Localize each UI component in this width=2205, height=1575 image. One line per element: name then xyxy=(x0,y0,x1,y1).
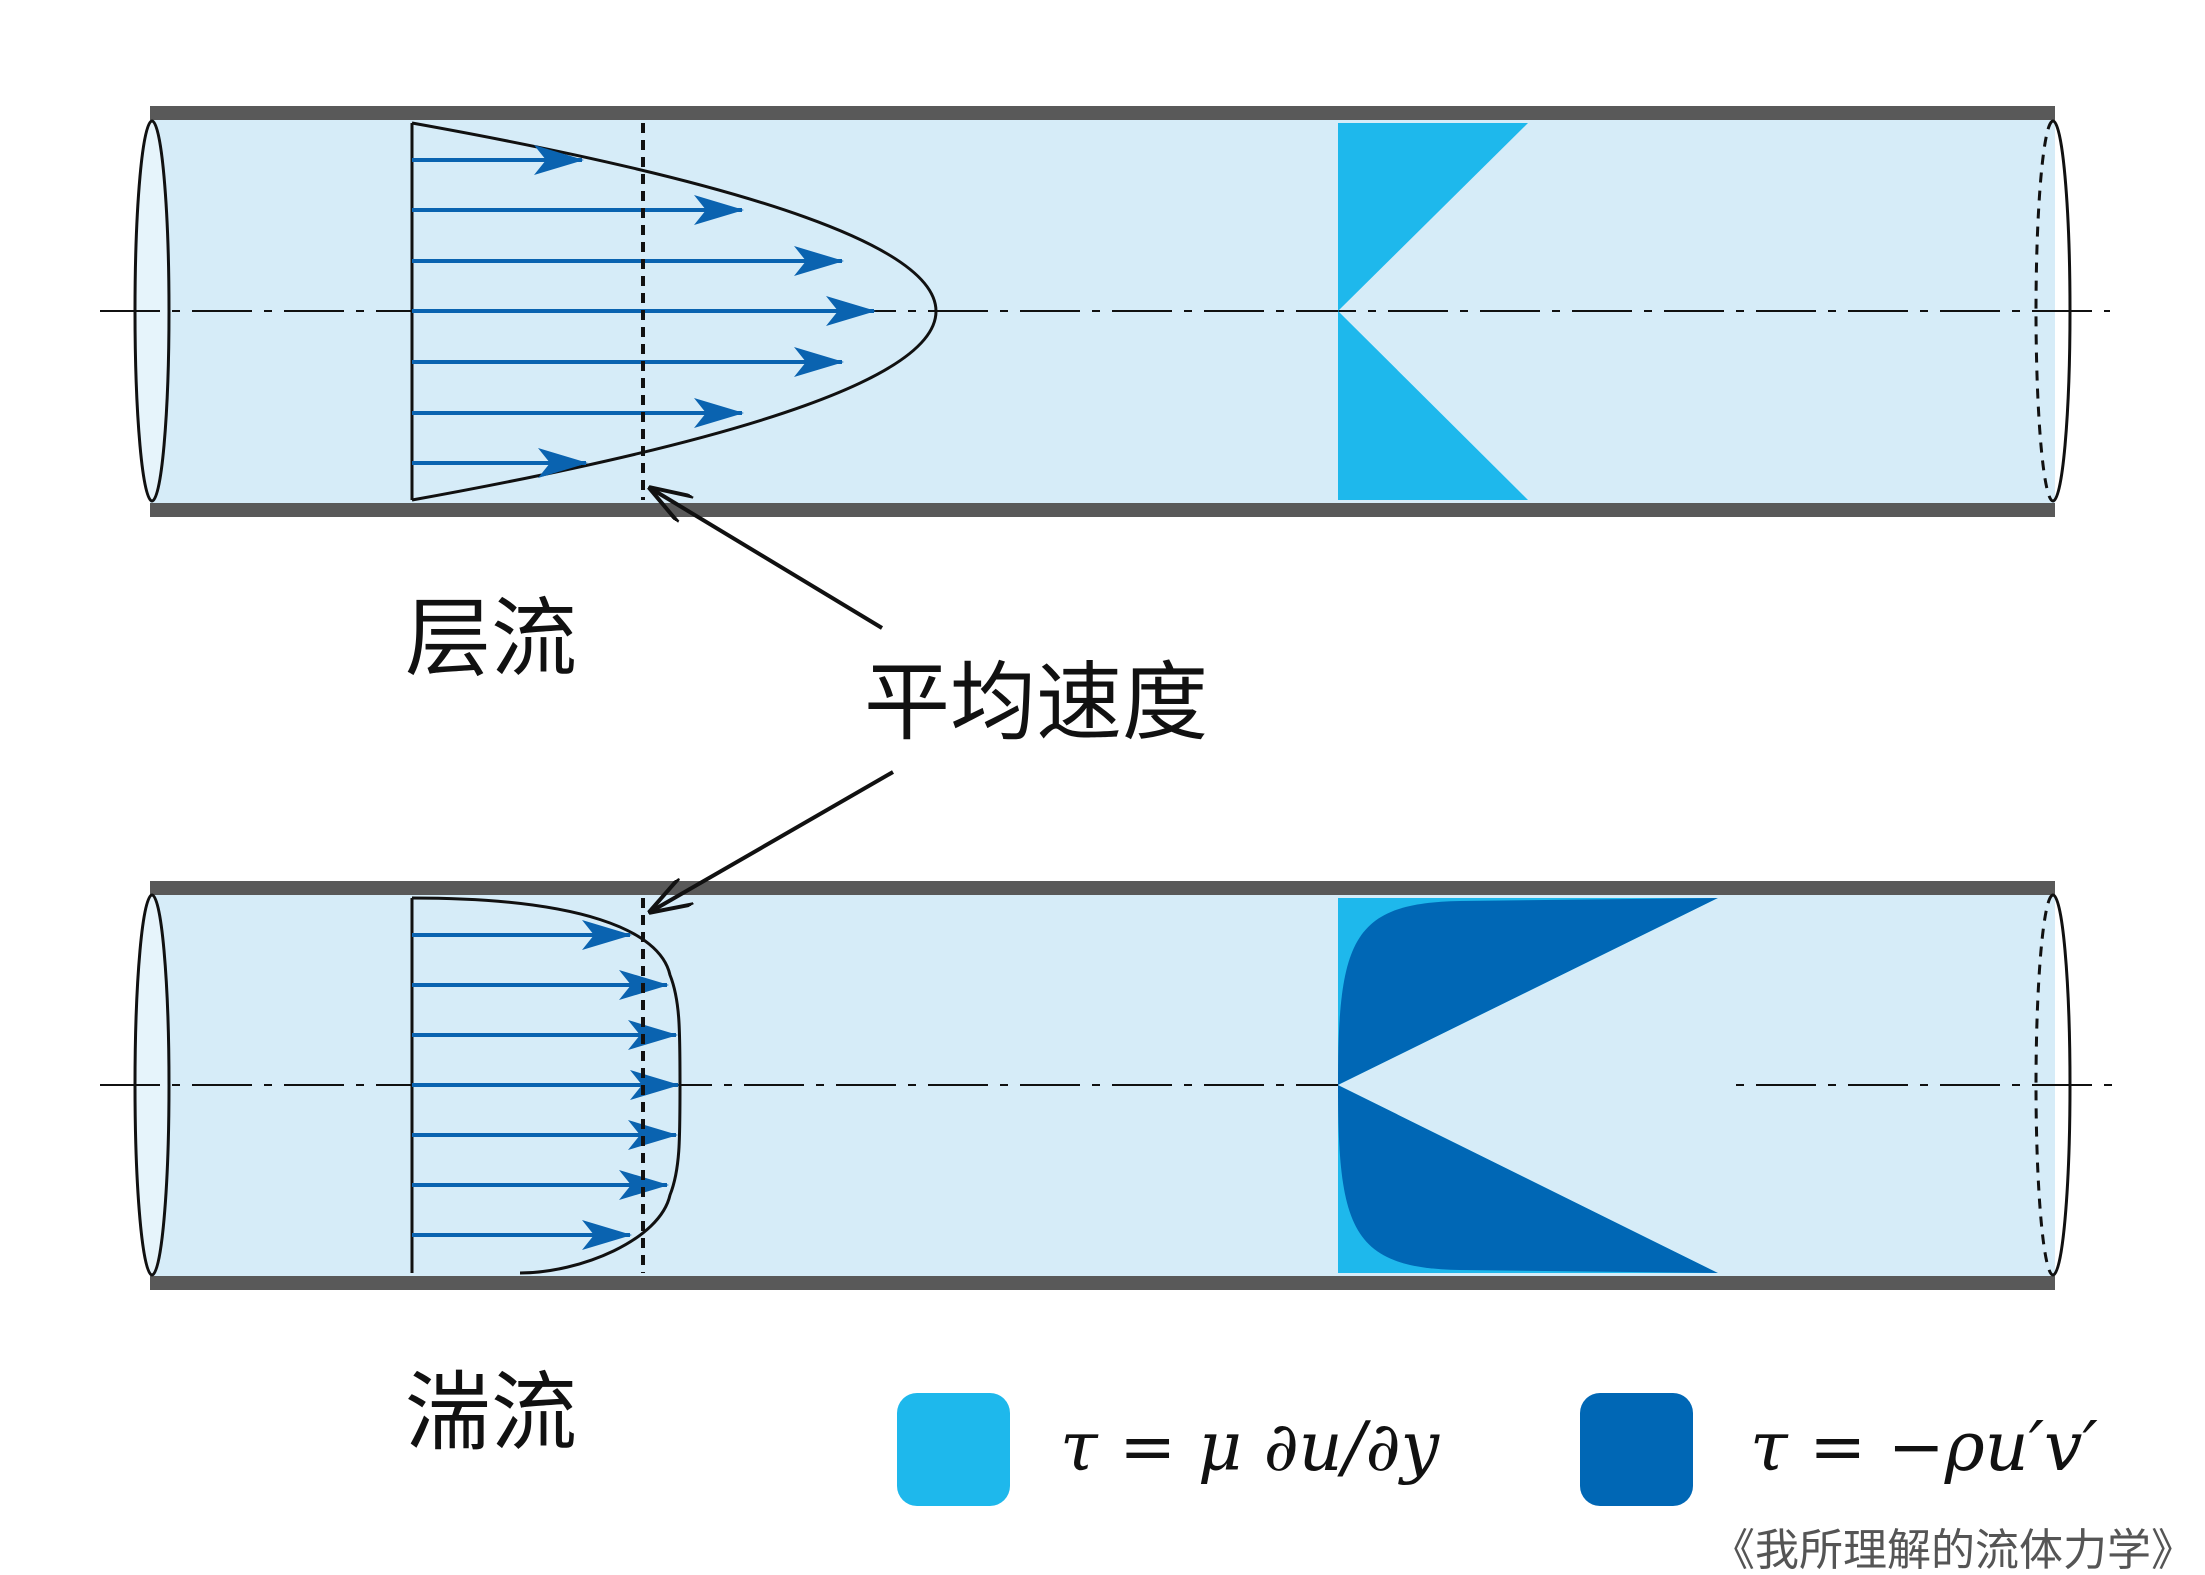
laminar-parabolic-profile xyxy=(411,121,938,502)
legend-formula-viscous: τ = μ ∂u/∂y xyxy=(1060,1408,1441,1487)
book-credit: 《我所理解的流体力学》 xyxy=(1711,1525,2195,1575)
turbulent-wall-top xyxy=(150,881,2055,895)
legend: τ = μ ∂u/∂y τ = −ρu′v′ xyxy=(897,1393,2098,1506)
mean-velocity-label: 平均速度 xyxy=(864,653,1208,753)
mean-velocity-pointer-top xyxy=(650,488,884,630)
legend-formula-turbulent: τ = −ρu′v′ xyxy=(1750,1408,2098,1487)
laminar-viscous-stress-bottom xyxy=(1338,311,1528,500)
legend-swatch-turbulent xyxy=(1580,1393,1693,1506)
turbulent-wall-bottom xyxy=(150,1276,2055,1290)
laminar-outlet-ellipse-back xyxy=(2034,119,2054,503)
laminar-pipe xyxy=(100,106,2110,517)
turbulent-pipe xyxy=(100,881,2115,1290)
legend-swatch-viscous xyxy=(897,1393,1010,1506)
laminar-label: 层流 xyxy=(405,589,577,689)
turbulent-label: 湍流 xyxy=(405,1363,577,1463)
turbulent-outlet-ellipse-back xyxy=(2034,893,2054,1277)
turbulent-fluid-mask xyxy=(1338,898,1725,1273)
laminar-wall-top xyxy=(150,106,2055,120)
laminar-wall-bottom xyxy=(150,503,2055,517)
mean-velocity-pointer-bottom xyxy=(650,770,894,912)
laminar-viscous-stress-top xyxy=(1338,123,1528,311)
